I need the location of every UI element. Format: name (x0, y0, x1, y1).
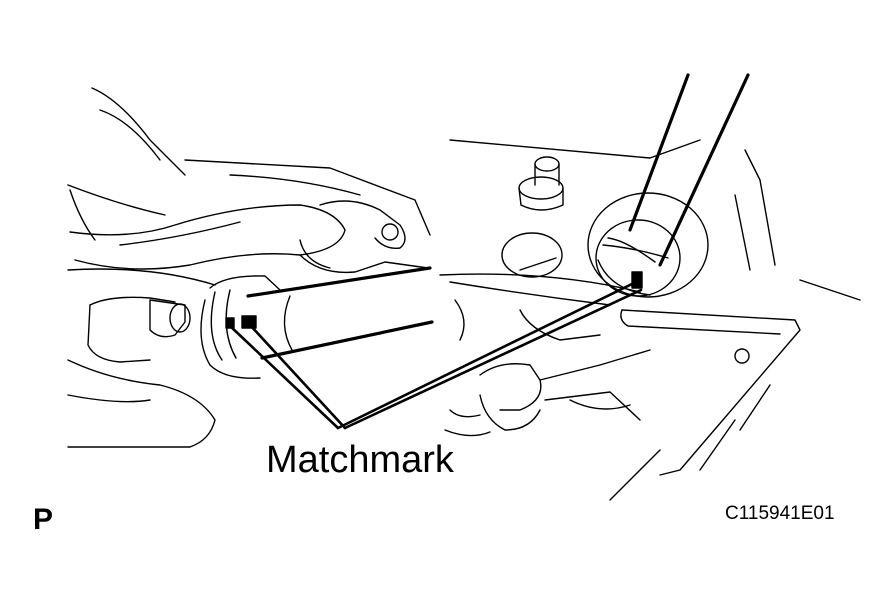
right-lower-bolt (444, 299, 651, 437)
left-bolt (87, 296, 191, 363)
right-plate (609, 279, 861, 501)
right-tool-handle (602, 73, 750, 267)
figure-code-label: C115941E01 (725, 503, 835, 524)
right-hole (501, 232, 563, 278)
left-shaft (246, 266, 434, 360)
left-bracket (299, 200, 429, 274)
callout-leader-lines (227, 280, 643, 430)
left-hose (69, 204, 346, 270)
right-stud (518, 156, 564, 211)
matchmark-shaft (241, 315, 257, 329)
left-housing-outline (67, 87, 431, 241)
matchmark-flange (225, 317, 235, 329)
matchmark-callout-label: Matchmark (266, 439, 454, 481)
right-bore (587, 192, 709, 298)
left-lower-housing (67, 268, 216, 448)
matchmark-transmission (631, 271, 643, 289)
view-letter-label: P (33, 503, 54, 536)
right-case-outline (439, 139, 776, 306)
